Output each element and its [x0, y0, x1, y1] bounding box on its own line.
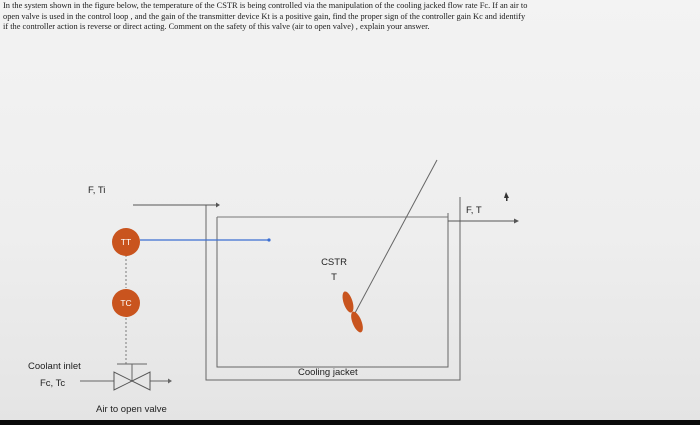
cursor-icon: [504, 192, 509, 201]
agitator-shaft: [354, 159, 438, 314]
control-valve-icon: [113, 371, 151, 391]
cstr-vessel-outline: [216, 213, 449, 368]
question-text: In the system shown in the figure below,…: [3, 1, 693, 33]
question-line-1: In the system shown in the figure below,…: [3, 1, 528, 10]
inlet-label: F, Ti: [88, 185, 105, 196]
coolant-inlet-label: Coolant inlet: [28, 361, 81, 372]
question-line-3: if the controller action is reverse or d…: [3, 22, 430, 32]
cstr-label: CSTR: [321, 257, 347, 268]
valve-label: Air to open valve: [96, 404, 167, 415]
outlet-arrow-icon: [514, 218, 519, 224]
tt-label: TT: [121, 237, 131, 247]
coolant-arrow-icon: [168, 378, 172, 384]
impeller-blade-upper: [342, 291, 354, 313]
question-line-2: open valve is used in the control loop ,…: [3, 11, 526, 21]
tc-label: TC: [120, 298, 131, 308]
impeller-blade-lower: [351, 311, 363, 333]
outlet-label: F, T: [466, 205, 482, 216]
bottom-bar: [0, 420, 700, 425]
coolant-vars-label: Fc, Tc: [40, 378, 65, 389]
inlet-arrow-icon: [216, 202, 220, 208]
jacket-label: Cooling jacket: [298, 367, 358, 378]
tt-transmitter-bubble: [112, 228, 140, 256]
cooling-jacket-outline: [205, 197, 461, 381]
tt-sensor-tip: [267, 238, 271, 242]
tc-controller-bubble: [112, 289, 140, 317]
cstr-temp-label: T: [331, 272, 337, 283]
